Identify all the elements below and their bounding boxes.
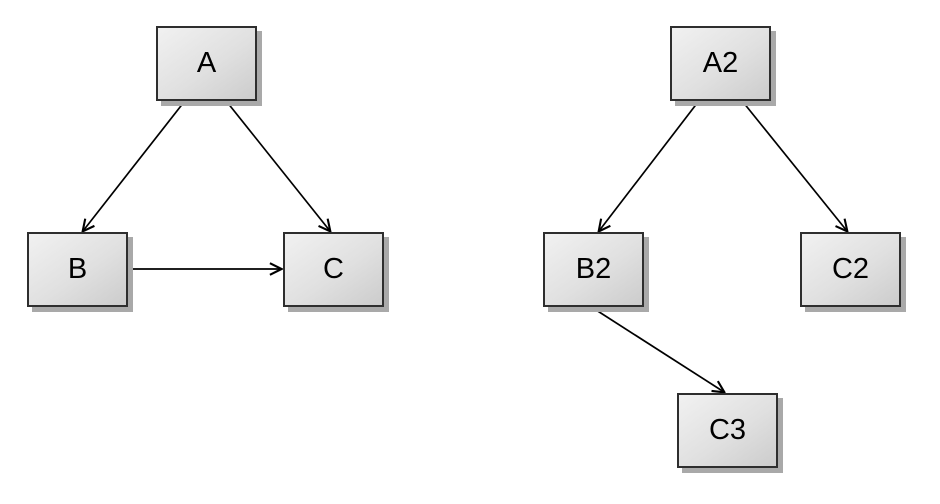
node-C[interactable]: C xyxy=(283,232,384,307)
edge-A-C[interactable] xyxy=(226,101,330,231)
edge-A2-B2[interactable] xyxy=(599,101,699,231)
node-A[interactable]: A xyxy=(156,26,257,101)
node-C3-label: C3 xyxy=(708,414,747,446)
node-B2-label: B2 xyxy=(575,253,612,285)
node-A2[interactable]: A2 xyxy=(670,26,771,101)
node-B-label: B xyxy=(67,253,88,285)
node-C2-label: C2 xyxy=(831,253,870,285)
node-A2-label: A2 xyxy=(702,47,739,79)
edge-A2-C2[interactable] xyxy=(742,101,847,231)
edge-B2-C3[interactable] xyxy=(592,307,724,392)
node-C2[interactable]: C2 xyxy=(800,232,901,307)
edge-A-B[interactable] xyxy=(83,101,185,231)
node-B[interactable]: B xyxy=(27,232,128,307)
node-B2[interactable]: B2 xyxy=(543,232,644,307)
node-A-label: A xyxy=(196,47,217,79)
node-C-label: C xyxy=(323,253,344,285)
node-C3[interactable]: C3 xyxy=(677,393,778,468)
